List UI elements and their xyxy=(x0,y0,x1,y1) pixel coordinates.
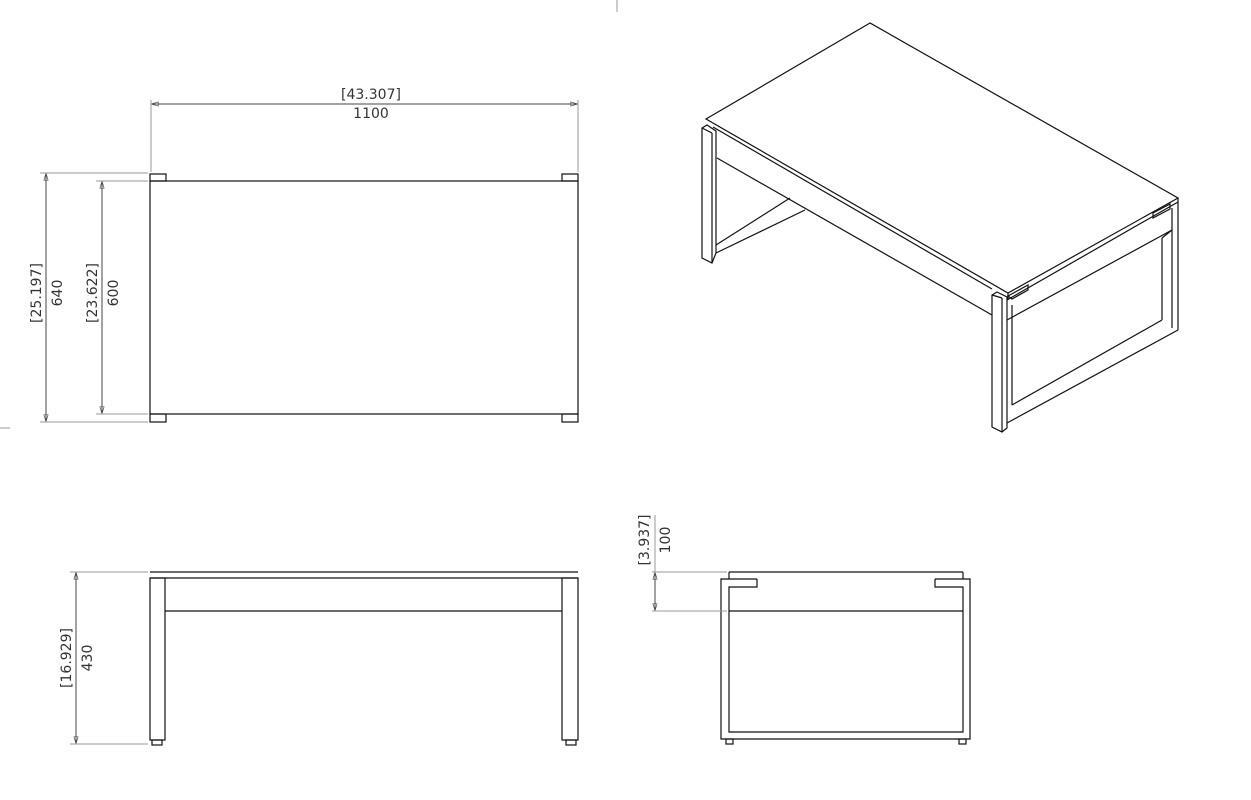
apron-dim-mm: 100 xyxy=(658,527,674,554)
side-frame-top-rail xyxy=(1006,201,1179,301)
top-view: [43.307] 1100 [25.197] 640 [23.622] 600 xyxy=(29,87,579,423)
frame-inner xyxy=(728,579,964,733)
side-frame-apron xyxy=(1006,229,1173,321)
tabletop-front-thickness xyxy=(712,126,993,290)
height-dim-inch: [16.929] xyxy=(59,628,75,688)
tabletop-outline xyxy=(149,180,579,415)
leg-top-left xyxy=(149,173,167,182)
leg-top-right xyxy=(561,173,579,182)
foot-left xyxy=(725,738,734,745)
apron-bottom-edge xyxy=(716,157,993,316)
leg-bottom-right xyxy=(561,413,579,423)
left-frame-bottom-rail xyxy=(715,197,791,246)
foot-left xyxy=(151,739,163,746)
width-dim-inch: [43.307] xyxy=(341,87,401,103)
right-leg xyxy=(561,577,579,741)
apron-dim-inch: [3.937] xyxy=(637,514,653,565)
height-dim-mm: 430 xyxy=(80,645,96,672)
foot-right xyxy=(565,739,577,746)
outer-depth-dim-mm: 640 xyxy=(50,280,66,307)
width-dim-mm: 1100 xyxy=(353,106,389,122)
side-frame-bottom-rail xyxy=(1011,319,1163,406)
front-view: [16.929] 430 xyxy=(59,571,579,746)
inner-depth-dim-mm: 600 xyxy=(106,280,122,307)
left-leg xyxy=(149,577,166,741)
right-front-leg xyxy=(991,291,1008,433)
frame-outer xyxy=(720,578,971,740)
inner-depth-dim-inch: [23.622] xyxy=(85,263,101,323)
side-view: [3.937] 100 xyxy=(637,514,971,745)
outer-depth-dim-inch: [25.197] xyxy=(29,263,45,323)
tabletop-surface xyxy=(704,22,1180,294)
left-front-leg xyxy=(701,124,717,264)
leg-bottom-left xyxy=(149,413,167,423)
foot-right xyxy=(958,738,967,745)
isometric-view xyxy=(701,22,1180,433)
